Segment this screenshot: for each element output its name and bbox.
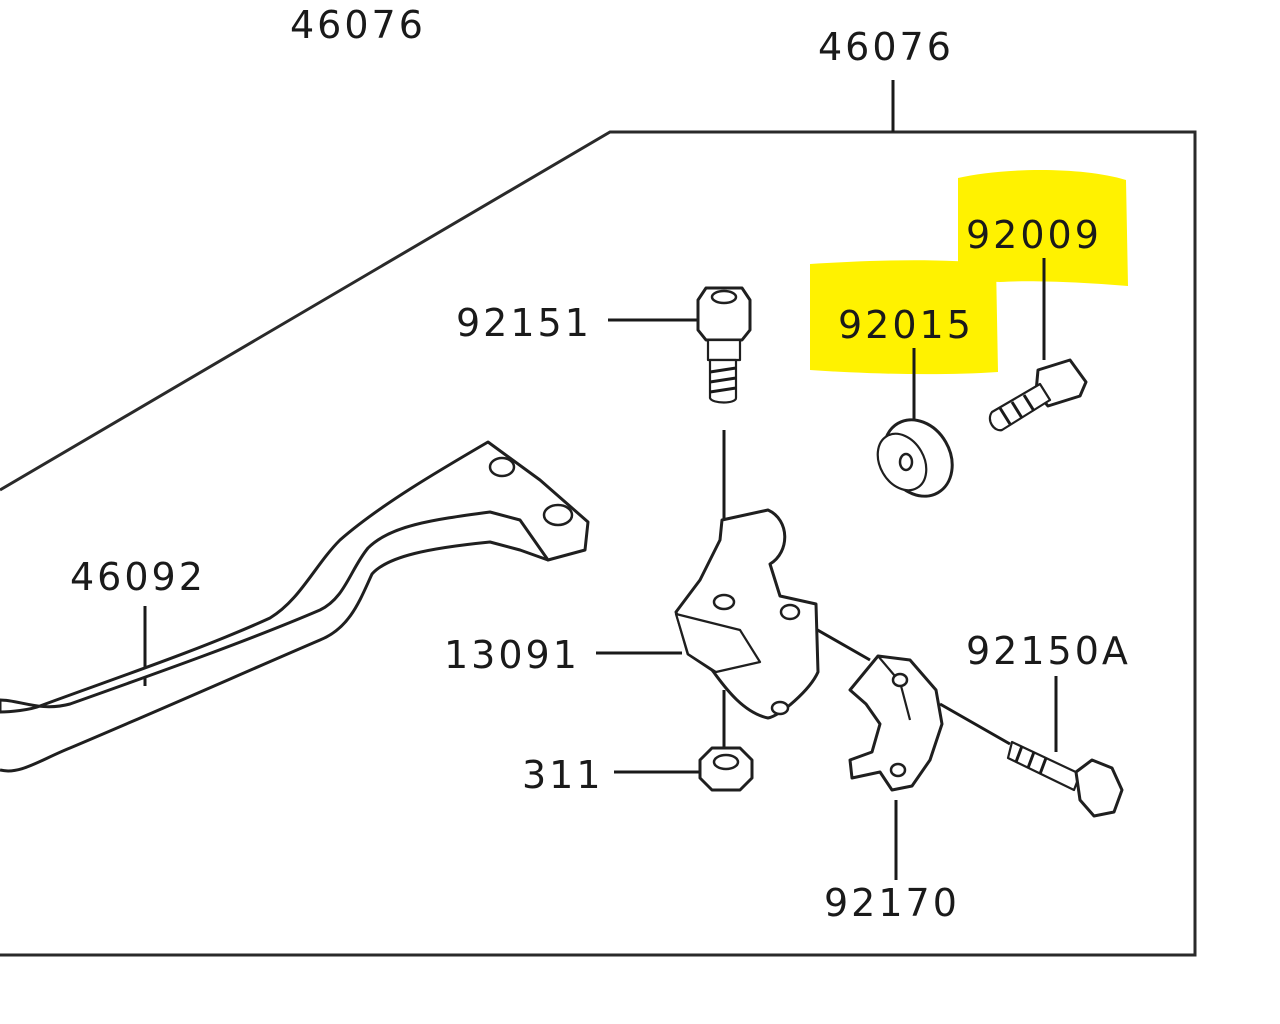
label-92170: 92170 — [824, 881, 960, 925]
clamp-bolt-part — [1006, 740, 1124, 818]
nut-part — [698, 746, 754, 792]
assembly-frame — [0, 130, 1197, 957]
highlight-92009 — [958, 170, 1128, 286]
lever-part — [0, 440, 590, 773]
label-311: 311 — [522, 753, 604, 797]
label-92015: 92015 — [838, 303, 974, 347]
highlight-92015 — [810, 260, 998, 375]
axis-clamp-bolt — [939, 702, 1011, 746]
label-92150A: 92150A — [966, 629, 1131, 673]
adjuster-nut-part — [876, 418, 954, 498]
holder-part — [674, 508, 820, 720]
label-top-partial: 46076 — [290, 3, 426, 47]
label-92009: 92009 — [966, 213, 1102, 257]
label-13091: 13091 — [444, 633, 580, 677]
label-92151: 92151 — [456, 301, 592, 345]
adjuster-bolt-part — [988, 358, 1088, 432]
label-46092: 46092 — [70, 555, 206, 599]
label-46076: 46076 — [818, 25, 954, 69]
clamp-part — [848, 654, 944, 792]
pivot-bolt-part — [696, 286, 752, 404]
